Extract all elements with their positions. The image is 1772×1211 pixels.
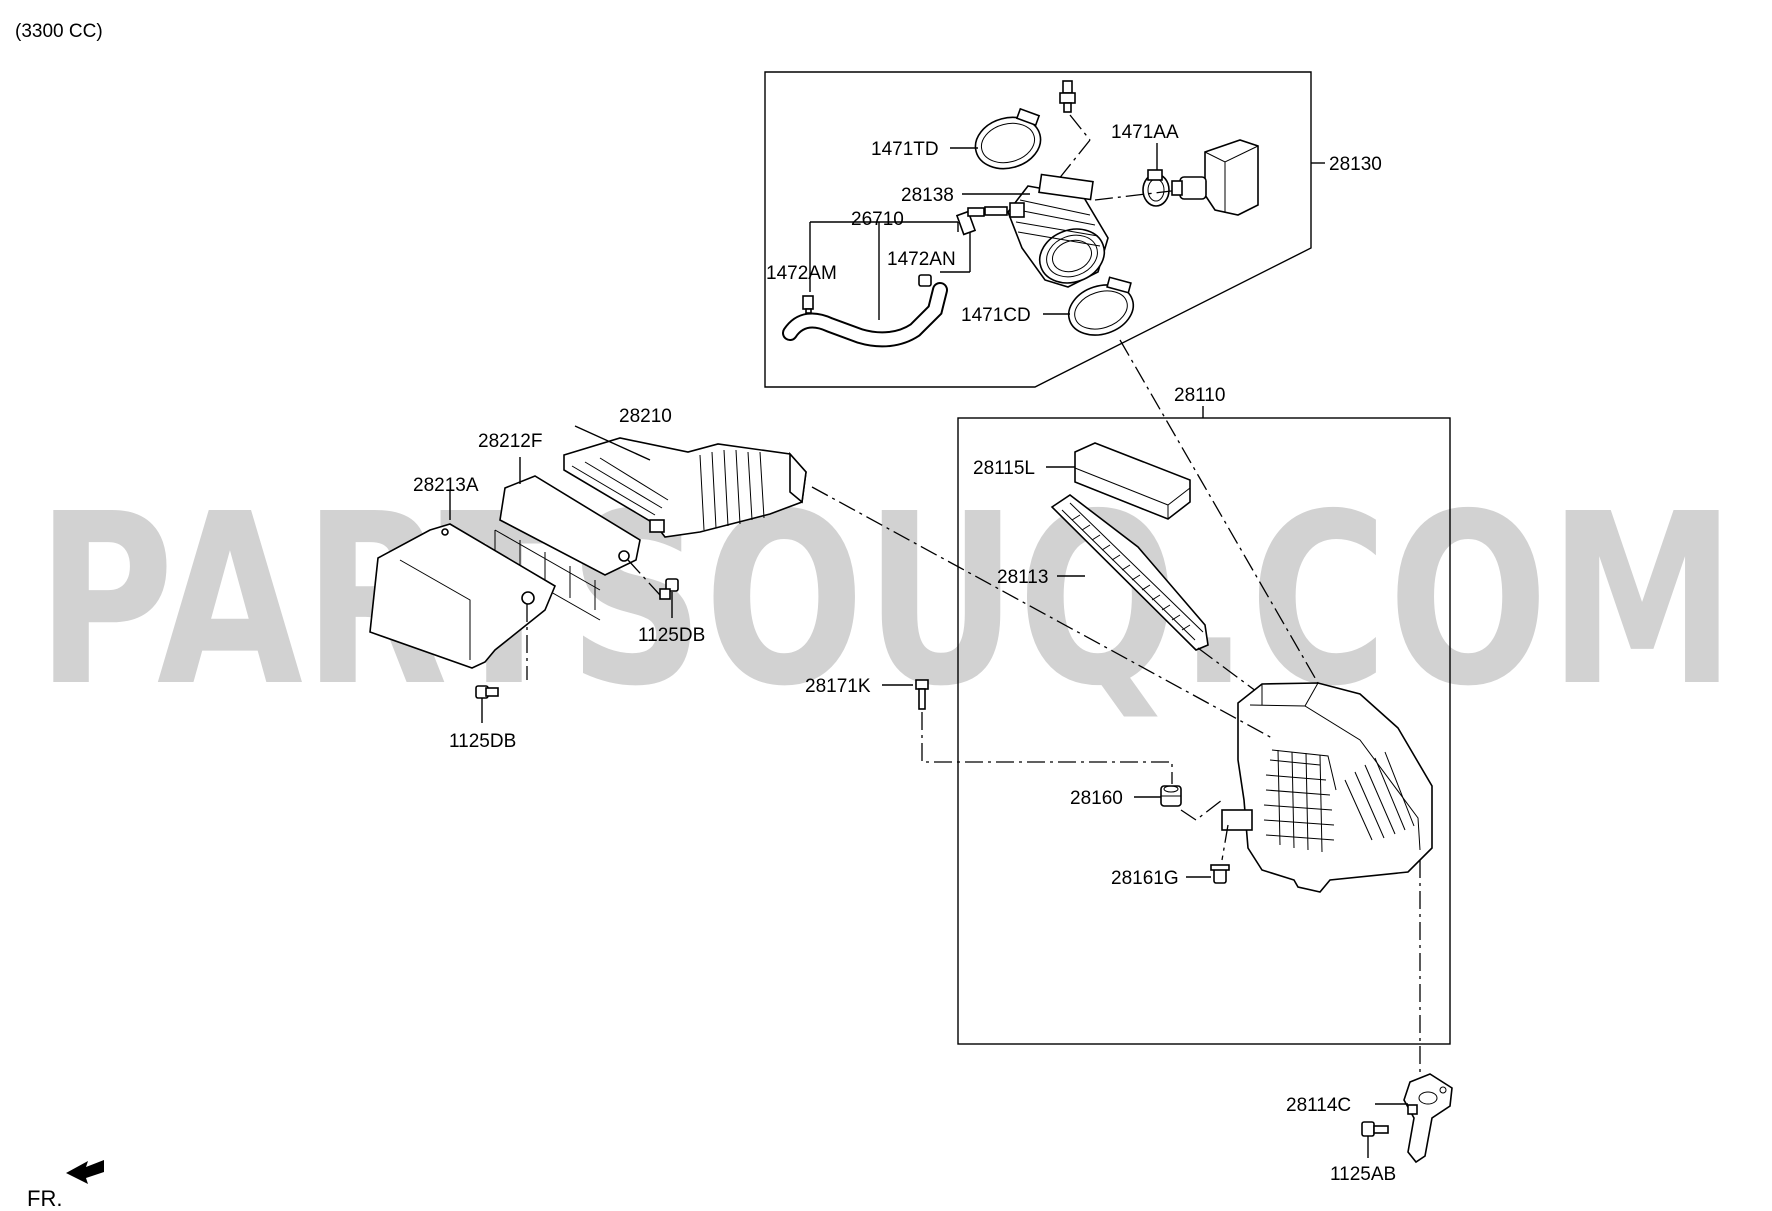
bolt-28171K[interactable] bbox=[915, 679, 929, 710]
filter-cover-28115L[interactable] bbox=[1074, 442, 1191, 520]
callout-28213A[interactable]: 28213A bbox=[413, 475, 479, 496]
callout-28113[interactable]: 28113 bbox=[997, 567, 1048, 588]
callout-28130[interactable]: 28130 bbox=[1329, 154, 1382, 175]
callout-28212F[interactable]: 28212F bbox=[478, 431, 542, 452]
clamp-1471TD[interactable] bbox=[970, 107, 1047, 176]
callout-28171K[interactable]: 28171K bbox=[805, 676, 871, 697]
intake-hose-28138[interactable] bbox=[984, 173, 1112, 291]
hose-clip-1472AM[interactable] bbox=[802, 295, 814, 314]
callout-1471AA[interactable]: 1471AA bbox=[1111, 122, 1179, 143]
filter-element-28113[interactable] bbox=[1050, 494, 1209, 651]
callout-1472AN[interactable]: 1472AN bbox=[887, 249, 956, 270]
duct-bracket-28212F[interactable] bbox=[494, 475, 641, 621]
callout-28115L[interactable]: 28115L bbox=[973, 458, 1035, 479]
front-indicator: FR. bbox=[27, 1186, 62, 1211]
sensor-pin[interactable] bbox=[1059, 80, 1076, 113]
group-box-28130 bbox=[764, 71, 1312, 388]
watermark: PARTSOUQ.COM bbox=[36, 463, 1736, 738]
bolt-1125DB-lower[interactable] bbox=[475, 685, 499, 699]
grommet-28160[interactable] bbox=[1160, 785, 1182, 807]
bolt-1125AB[interactable] bbox=[1361, 1121, 1389, 1137]
air-duct-28210[interactable] bbox=[563, 437, 807, 538]
engine-note: (3300 CC) bbox=[15, 21, 103, 42]
callout-1125DB-lower[interactable]: 1125DB bbox=[449, 731, 516, 752]
group-box-28110 bbox=[957, 417, 1451, 1045]
bolt-28161G[interactable] bbox=[1210, 864, 1230, 884]
callout-28161G[interactable]: 28161G bbox=[1111, 868, 1179, 889]
hose-clip-1472AN[interactable] bbox=[918, 274, 932, 287]
callout-28160[interactable]: 28160 bbox=[1070, 788, 1123, 809]
callout-28138[interactable]: 28138 bbox=[901, 185, 954, 206]
callout-1125DB-upper[interactable]: 1125DB bbox=[638, 625, 705, 646]
callout-1472AM[interactable]: 1472AM bbox=[766, 263, 837, 284]
bracket-28114C[interactable] bbox=[1403, 1073, 1453, 1164]
air-cleaner-housing[interactable] bbox=[1221, 682, 1433, 893]
callout-1471TD[interactable]: 1471TD bbox=[871, 139, 939, 160]
breather-hose-26710[interactable] bbox=[782, 207, 985, 348]
bolt-1125DB-upper[interactable] bbox=[659, 578, 679, 600]
clamp-1471CD[interactable] bbox=[1062, 276, 1140, 343]
resonator[interactable] bbox=[1171, 139, 1259, 216]
lower-duct-28213A[interactable] bbox=[369, 523, 557, 669]
callout-26710[interactable]: 26710 bbox=[851, 209, 904, 230]
callout-28114C[interactable]: 28114C bbox=[1286, 1095, 1351, 1116]
callout-28110[interactable]: 28110 bbox=[1174, 385, 1225, 406]
clamp-1471AA[interactable] bbox=[1142, 169, 1170, 207]
callout-1125AB[interactable]: 1125AB bbox=[1330, 1164, 1396, 1185]
callout-1471CD[interactable]: 1471CD bbox=[961, 305, 1031, 326]
front-arrow-icon bbox=[66, 1160, 104, 1184]
callout-28210[interactable]: 28210 bbox=[619, 406, 672, 427]
